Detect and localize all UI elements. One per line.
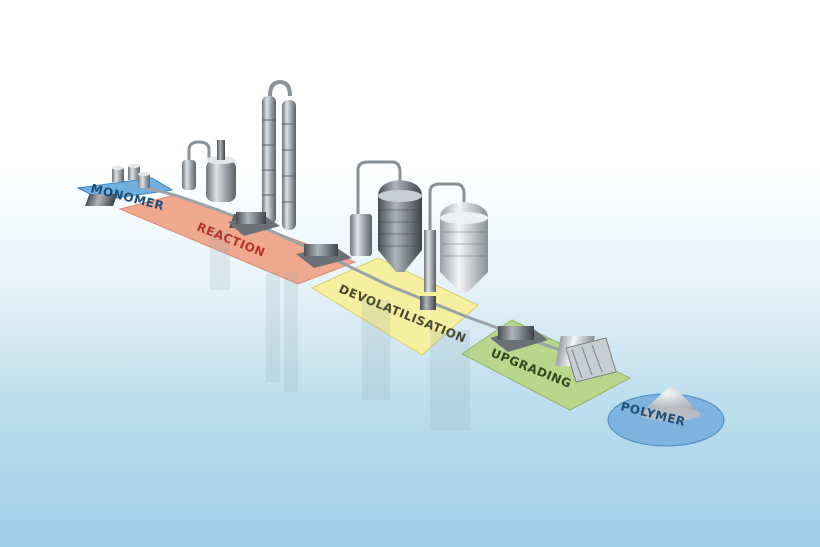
polymer-pile <box>640 384 700 421</box>
upgrading-equipment <box>490 326 617 383</box>
distillation-columns <box>262 79 296 230</box>
devolatilisation-platform <box>310 257 479 356</box>
floor-reflection <box>210 230 470 430</box>
monomer-drums <box>112 164 150 188</box>
devolatilisation-vessels <box>350 160 488 310</box>
reaction-skids <box>228 212 352 268</box>
reaction-platform <box>118 194 357 285</box>
